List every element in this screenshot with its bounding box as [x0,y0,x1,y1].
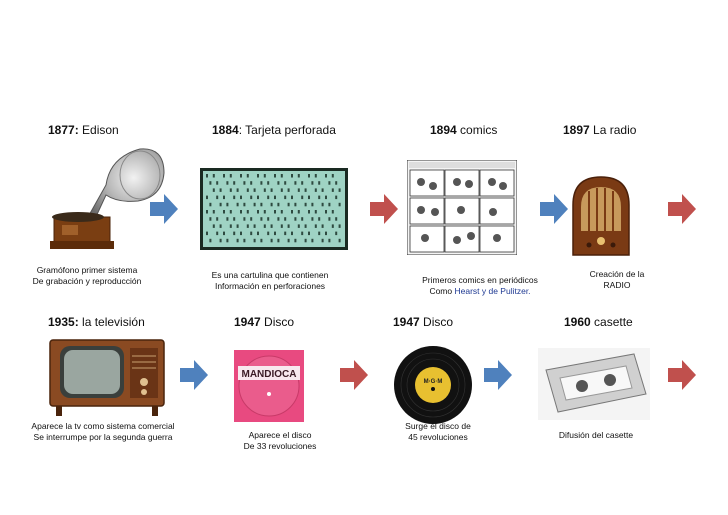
svg-text:M·G·M: M·G·M [424,379,443,385]
vinyl-record-icon: MANDIOCA [234,350,304,422]
timeline-arrow-red [340,360,368,390]
event-title-cassette: 1960 casette [564,315,633,329]
punched-card-icon [200,168,348,250]
timeline-arrow-red [668,360,696,390]
timeline-arrow-blue [180,360,208,390]
event-title-edison: 1877: Edison [48,123,119,137]
event-caption-cassette: Difusión del casette [558,430,634,440]
timeline-arrow-blue [484,360,512,390]
event-title-radio: 1897 La radio [563,123,637,137]
timeline-arrow-blue [540,194,568,224]
vinyl-record-icon: M·G·M [394,346,472,424]
timeline-arrow-red [668,194,696,224]
event-caption-comics: Primeros comics en periódicos Como Hears… [422,275,538,296]
svg-text:MANDIOCA: MANDIOCA [242,369,297,380]
timeline-arrow-red [370,194,398,224]
event-title-disco-45: 1947 Disco [393,315,454,329]
timeline-arrow-blue [150,194,178,224]
event-title-disco-33: 1947 Disco [234,315,295,329]
event-title-punched-card: 1884: Tarjeta perforada [212,123,336,137]
gramophone-icon [50,148,165,249]
event-title-television: 1935: la televisión [48,315,145,329]
cassette-icon [538,348,650,420]
radio-icon [572,176,630,256]
event-title-comics: 1894 comics [430,123,498,137]
television-icon [49,339,165,416]
comic-strip-icon [407,160,517,255]
